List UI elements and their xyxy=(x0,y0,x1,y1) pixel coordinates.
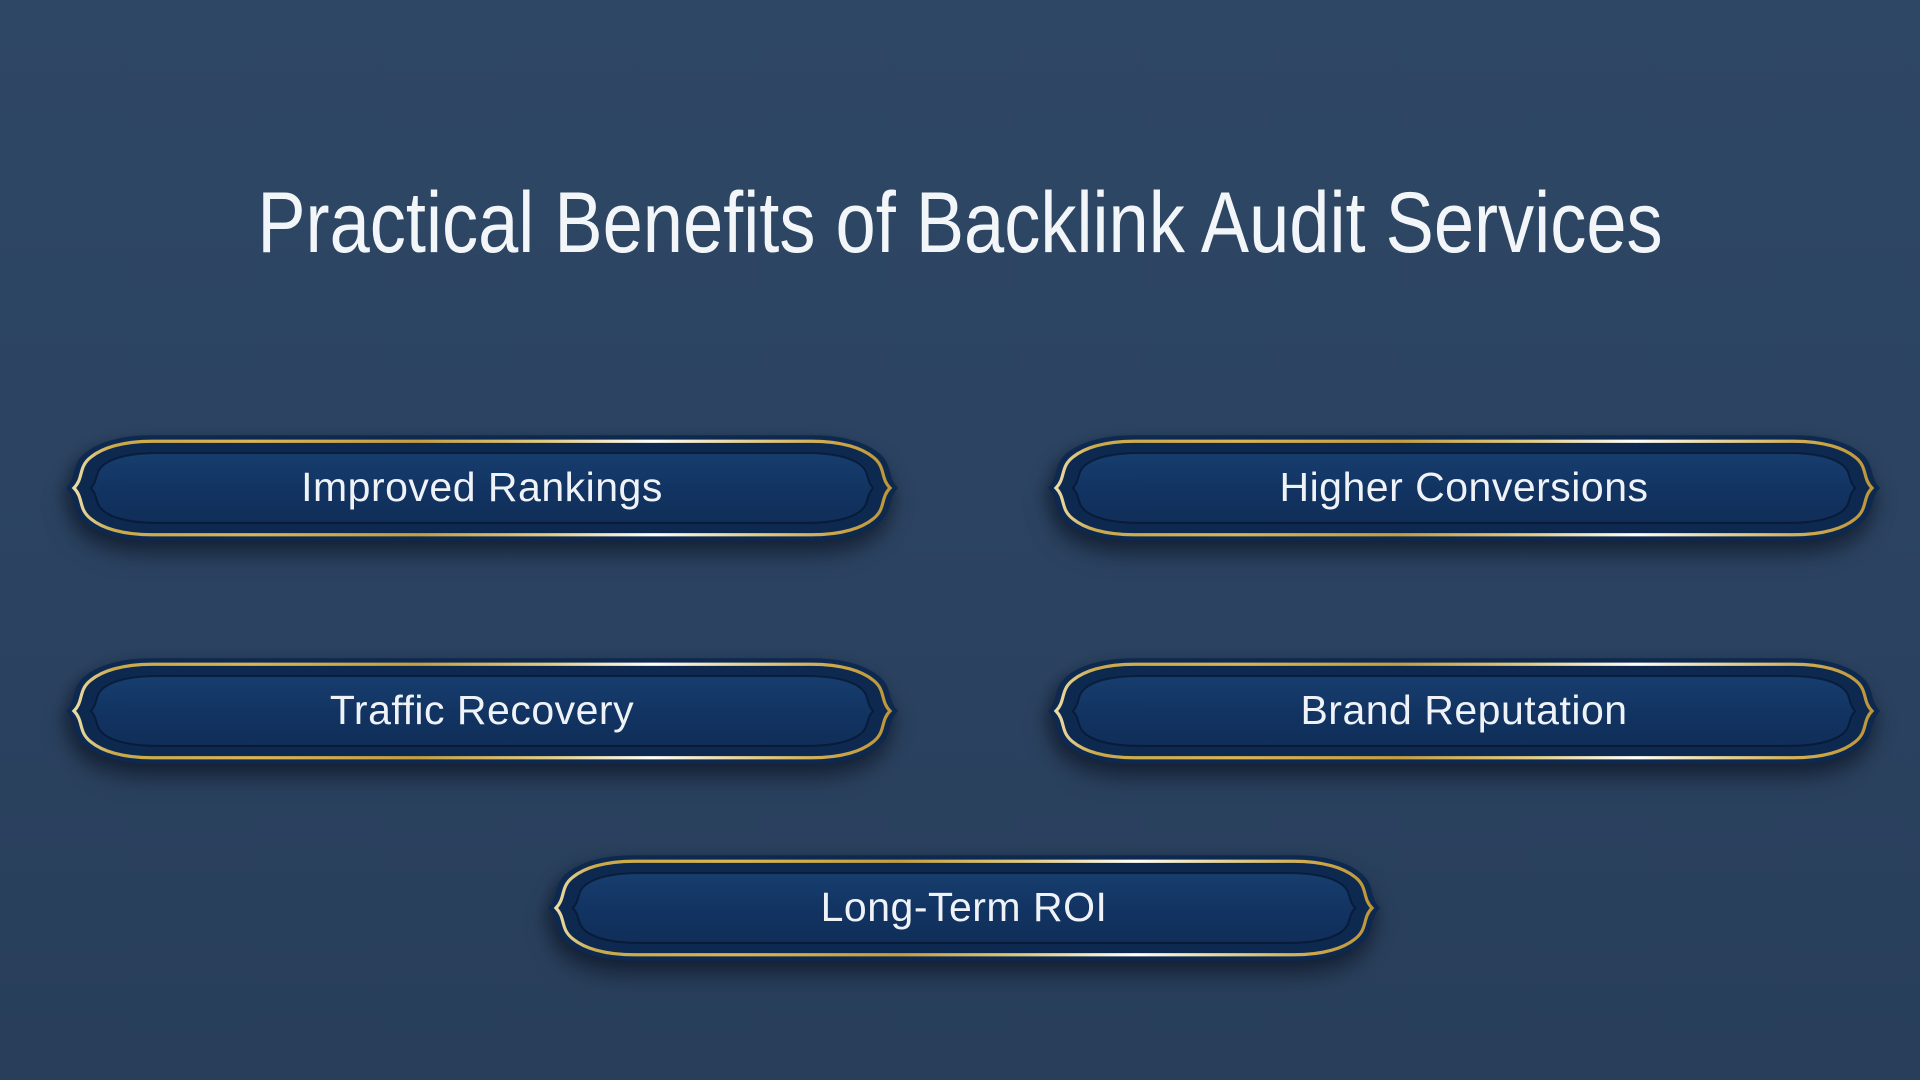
banner-label: Higher Conversions xyxy=(1279,463,1649,510)
banner-label: Improved Rankings xyxy=(301,463,663,510)
page-title: Practical Benefits of Backlink Audit Ser… xyxy=(257,174,1663,271)
benefit-banner-traffic-recovery: Traffic Recovery xyxy=(64,653,900,769)
benefit-banner-higher-conversions: Higher Conversions xyxy=(1046,430,1882,546)
banner-label: Long-Term ROI xyxy=(820,883,1108,930)
benefit-banner-long-term-roi: Long-Term ROI xyxy=(546,850,1382,966)
banner-label: Traffic Recovery xyxy=(329,686,635,733)
benefit-banner-brand-reputation: Brand Reputation xyxy=(1046,653,1882,769)
benefit-banner-improved-rankings: Improved Rankings xyxy=(64,430,900,546)
banner-label: Brand Reputation xyxy=(1300,686,1628,733)
